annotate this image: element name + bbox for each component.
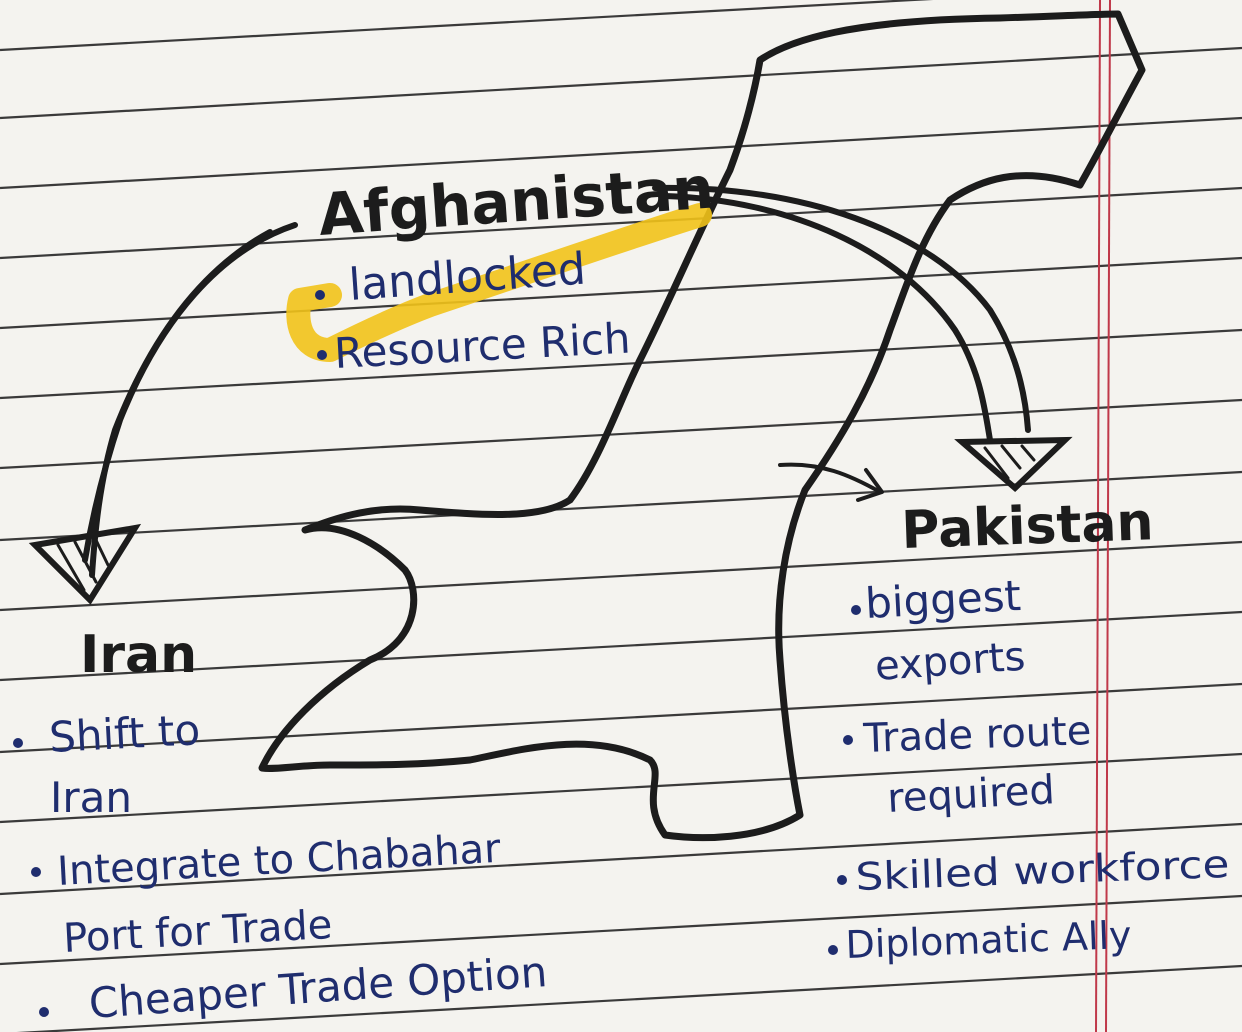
pakistan-point-2: Trade route	[862, 708, 1092, 762]
pakistan-point-1: biggest	[864, 571, 1022, 628]
bullets	[13, 290, 861, 1017]
pakistan-point-2-cont: required	[886, 767, 1056, 822]
margin-lines	[1095, 0, 1111, 1032]
iran-title: Iran	[80, 625, 197, 685]
iran-point-1: Shift to	[48, 705, 201, 762]
pakistan-point-4: Diplomatic Ally	[845, 913, 1132, 967]
iran-point-2: Integrate to Chabahar	[56, 826, 502, 895]
arrow-to-iran	[28, 222, 298, 605]
iran-point-1-cont: Iran	[50, 773, 132, 822]
highlight-stroke	[286, 203, 712, 362]
afghanistan-point-1: landlocked	[347, 244, 587, 311]
afghanistan-map-outline	[258, 10, 1146, 842]
iran-point-2-cont: Port for Trade	[62, 902, 333, 962]
small-arrow-icon	[778, 462, 884, 502]
pakistan-title: Pakistan	[900, 492, 1154, 561]
arrow-to-pakistan	[652, 184, 1073, 493]
pakistan-point-3: Skilled workforce	[855, 842, 1230, 899]
pakistan-point-1-cont: exports	[873, 634, 1026, 690]
